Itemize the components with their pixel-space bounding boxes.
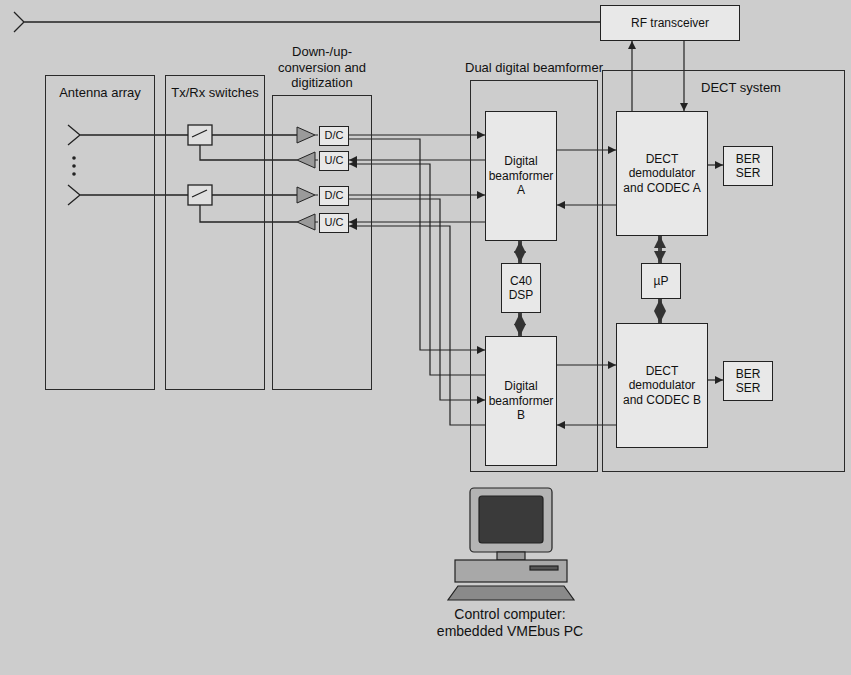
pc-case — [455, 560, 567, 582]
box-label: BER SER — [727, 152, 769, 181]
wire — [200, 135, 297, 160]
box-label: DECT demodulator and CODEC A — [620, 152, 704, 195]
signal-arrow — [349, 199, 485, 400]
amplifier-symbol — [297, 214, 315, 230]
signal-arrow — [349, 134, 485, 135]
panel: Down-/up-conversion and digitizationD/CU… — [272, 95, 372, 390]
ellipsis-dot — [72, 172, 76, 176]
signal-arrow — [349, 194, 485, 195]
signal-arrow — [349, 221, 485, 222]
process-box: DECT demodulator and CODEC B — [616, 323, 708, 448]
signal-arrow — [349, 139, 485, 350]
panel-heading: Dual digital beamformer — [465, 60, 603, 76]
amplifier-symbol — [297, 152, 315, 168]
caption-label: Control computer: embedded VMEbus PC — [420, 606, 600, 640]
signal-arrow — [349, 226, 485, 425]
process-box: BER SER — [723, 361, 773, 401]
wire — [315, 135, 318, 222]
signal-arrow — [683, 41, 684, 111]
bus-arrow — [518, 313, 522, 336]
amplifier-symbol — [297, 127, 315, 143]
process-box: C40 DSP — [501, 263, 541, 313]
ellipsis-dot — [72, 164, 76, 168]
signal-arrow — [708, 379, 723, 380]
converter-box: D/C — [319, 186, 349, 206]
switch-blade — [192, 130, 207, 137]
box-label: C40 DSP — [505, 274, 537, 303]
box-label: DECT demodulator and CODEC B — [620, 364, 704, 407]
converter-box: U/C — [319, 213, 349, 233]
signal-arrow — [557, 204, 616, 205]
panel-heading: Down-/up-conversion and digitization — [267, 44, 377, 91]
process-box: µP — [641, 263, 681, 299]
box-label: Digital beamformer B — [489, 379, 554, 422]
process-box: Digital beamformer B — [485, 336, 557, 466]
process-box: DECT demodulator and CODEC A — [616, 111, 708, 236]
wire — [200, 195, 297, 222]
panel: Tx/Rx switches — [165, 75, 265, 390]
box-label: µP — [654, 274, 669, 288]
signal-arrow — [349, 164, 485, 375]
switch-symbol — [188, 125, 212, 145]
switch-blade — [192, 190, 207, 197]
signal-arrow — [557, 364, 616, 365]
panel-heading: Tx/Rx switches — [169, 85, 261, 101]
signal-arrow — [557, 149, 616, 150]
signal-arrow — [631, 41, 632, 111]
bus-arrow — [658, 236, 662, 263]
box-label: Digital beamformer A — [489, 154, 554, 197]
converter-box: D/C — [319, 126, 349, 146]
monitor — [470, 488, 552, 552]
panel: DECT systemDECT demodulator and CODEC A B… — [602, 70, 845, 472]
box-label: U/C — [325, 154, 344, 167]
switch-symbol — [188, 185, 212, 205]
screen — [479, 496, 543, 543]
process-box: Digital beamformer A — [485, 111, 557, 241]
panel: Antenna array — [45, 75, 155, 390]
amplifier-symbol — [297, 187, 315, 203]
antenna-feed — [14, 12, 600, 32]
antenna-element — [68, 185, 188, 205]
monitor-stand — [497, 552, 525, 560]
panel-heading: Antenna array — [49, 85, 151, 101]
panel-heading: DECT system — [701, 80, 781, 96]
bus-arrow — [518, 241, 522, 263]
converter-box: U/C — [319, 151, 349, 171]
process-box: RF transceiver — [600, 5, 740, 41]
antenna-element — [68, 125, 188, 145]
signal-arrow — [349, 159, 485, 160]
box-label: U/C — [325, 216, 344, 229]
panel: Dual digital beamformerDigital beamforme… — [470, 80, 598, 472]
box-label: BER SER — [727, 367, 769, 396]
box-label: D/C — [325, 129, 344, 142]
keyboard — [448, 586, 574, 600]
box-label: RF transceiver — [631, 16, 709, 30]
box-label: D/C — [325, 189, 344, 202]
process-box: BER SER — [723, 146, 773, 186]
drive-slot — [530, 566, 558, 570]
signal-arrow — [708, 164, 723, 165]
bus-arrow — [658, 299, 662, 323]
ellipsis-dot — [72, 156, 76, 160]
signal-arrow — [557, 424, 616, 425]
